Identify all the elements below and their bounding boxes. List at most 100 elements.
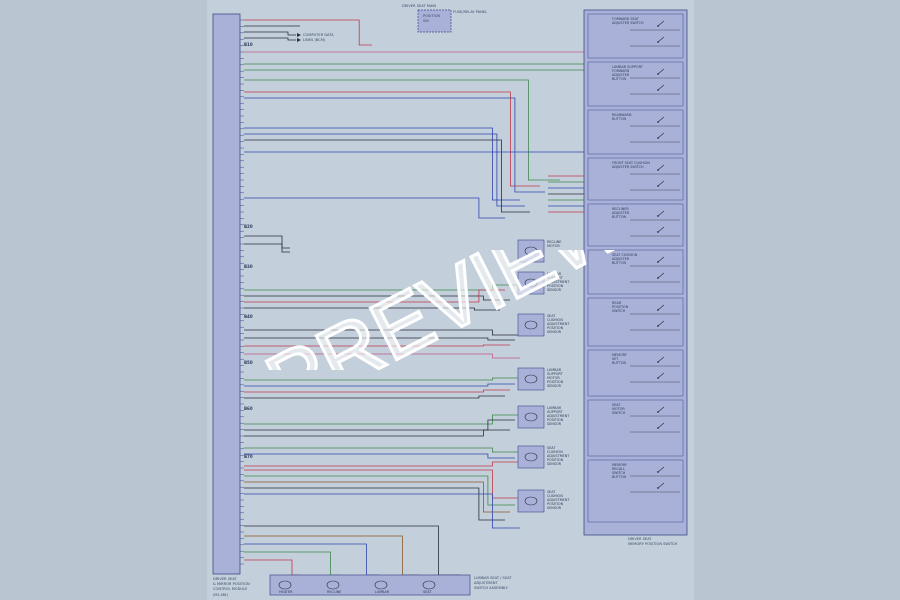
motor-label: SENSOR (547, 462, 562, 466)
motor-label: SUPPORT (547, 372, 564, 376)
memory-switch-section (587, 349, 684, 397)
motor-box (517, 445, 545, 469)
motor-box (517, 489, 545, 513)
motor-label: CUSHION (547, 450, 563, 454)
control-module-label-2: & MIRROR POSITION (213, 582, 250, 586)
wire (244, 337, 515, 341)
memory-switch-section-label: FORWARD (612, 69, 630, 73)
motor-label: SENSOR (547, 422, 562, 426)
switch-blade (657, 132, 665, 139)
memory-switch-section-label: ADJUSTER (612, 73, 630, 77)
memory-switch-section-label: ADJUSTER (612, 211, 630, 215)
control-module-label-1: DRIVER SEAT (213, 577, 237, 581)
motor-symbol (524, 452, 538, 462)
wire (244, 289, 505, 303)
module-connector-label: B40 (244, 314, 253, 319)
wire (244, 419, 515, 431)
module-connector-label: B60 (244, 406, 253, 411)
wire (244, 133, 525, 207)
module-connector-label: B50 (244, 360, 253, 365)
switch-blade (657, 272, 665, 279)
motor-symbol (524, 496, 538, 506)
memory-switch-section-label: RECALL (612, 467, 625, 471)
memory-switch-section-label: FORWARD SEAT (612, 17, 640, 21)
memory-switch-section-label: RECLINER (612, 207, 629, 211)
memory-switch-section-label: BUTTON (612, 261, 627, 265)
motor-box (517, 367, 545, 391)
motor-symbol (524, 374, 538, 384)
memory-switch-section (587, 13, 684, 59)
motor-label: LUMBAR (547, 368, 562, 372)
top-switch-box-note-1: POSITION (423, 14, 440, 18)
memory-switch-section-label: POSITION (612, 305, 629, 309)
bottom-switch-label-3: SWITCH ASSEMBLY (474, 586, 509, 590)
motor-label: ADJUSTMENT (547, 498, 570, 502)
memory-switch-section-label: SEAT CUSHION (612, 253, 638, 257)
motor-label: POSITION (547, 326, 564, 330)
switch-blade (657, 466, 665, 473)
wire (244, 307, 500, 311)
motor-label: CUSHION (547, 318, 563, 322)
memory-switch-section (587, 459, 684, 523)
motor-label: POSITION (547, 380, 564, 384)
motor-label: SENSOR (547, 288, 562, 292)
bottom-switch-cell-label: RECLINE (327, 590, 341, 594)
switch-blade (657, 210, 665, 217)
motor-label: POSITION (547, 418, 564, 422)
wire (244, 284, 520, 291)
wire (244, 31, 296, 36)
motor-label: POSITION (547, 458, 564, 462)
wire (244, 447, 520, 453)
wire (244, 487, 505, 521)
control-module-label-3: CONTROL MODULE (213, 587, 248, 591)
wire (244, 295, 510, 301)
motor-label: ADJUSTMENT (547, 454, 570, 458)
bottom-switch-symbol (278, 580, 292, 590)
motor-label: SEAT (547, 314, 556, 318)
top-switch-box: DRIVER SEAT MAIN POSITION SW FUSE/RELAY … (402, 4, 487, 33)
module-pins (240, 19, 244, 565)
wire-layer (244, 19, 603, 576)
memory-switch-section-label: SWITCH (612, 411, 626, 415)
wire (244, 37, 296, 41)
memory-switch-section-label: SEAT (612, 403, 621, 407)
top-switch-box-label: DRIVER SEAT MAIN (402, 4, 436, 8)
motor-label: LUMBAR (547, 406, 562, 410)
switch-blade (657, 320, 665, 327)
wire (244, 383, 515, 387)
memory-switch-section-label: BUTTON (612, 77, 627, 81)
bottom-switch-symbol (374, 580, 388, 590)
wire (244, 461, 520, 467)
wire (244, 344, 510, 347)
motor-label: LUMBAR (547, 272, 562, 276)
bottom-switch-label-1: LUMBAR SEAT / SEAT (474, 576, 512, 580)
motor-label: POSITION (547, 284, 564, 288)
wire (244, 429, 510, 437)
motor-symbol (524, 246, 538, 256)
motor-label: ADJUSTMENT (547, 414, 570, 418)
motor-label: SUPPORT (547, 276, 564, 280)
switch-blade (657, 256, 665, 263)
wire (244, 97, 545, 193)
memory-switch-section-label: REARWARD (612, 113, 632, 117)
bottom-switch-symbol (422, 580, 436, 590)
wire (244, 139, 530, 213)
top-switch-box-side-note: FUSE/RELAY PANEL (453, 10, 487, 14)
motor-label: CUSHION (547, 494, 563, 498)
switch-blade (657, 116, 665, 123)
switch-blade (657, 422, 665, 429)
bottom-switch-symbol (326, 580, 340, 590)
memory-switch-label-2: MEMORY POSITION SWITCH (628, 542, 678, 546)
memory-switch-section-label: ADJUSTER (612, 257, 630, 261)
switch-blade (657, 68, 665, 75)
memory-switch-section (587, 61, 684, 107)
memory-switch-section-label: ADJUSTER SWITCH (612, 21, 644, 25)
memory-switch-section (587, 399, 684, 457)
top-switch-box-rect (417, 9, 452, 33)
switch-blade (657, 180, 665, 187)
memory-switch-section-label: SWITCH (612, 471, 626, 475)
wire (244, 197, 505, 219)
switch-blade (657, 164, 665, 171)
